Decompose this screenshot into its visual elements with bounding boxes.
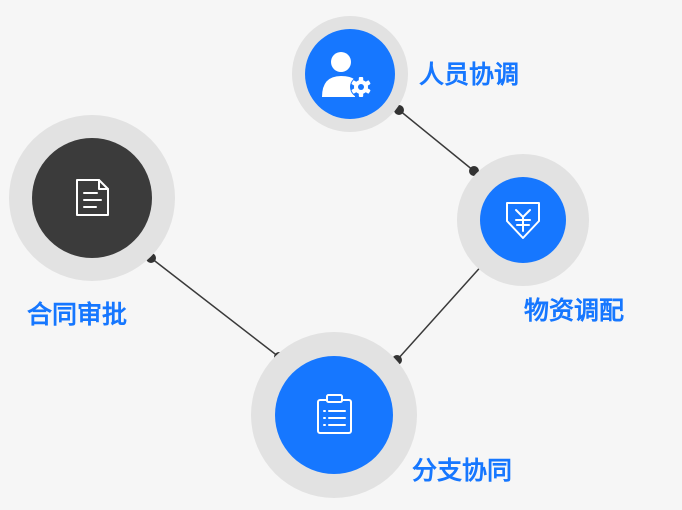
node-label-wuzi-diaopei[interactable]: 物资调配	[524, 296, 625, 325]
user-gear-icon	[322, 52, 372, 98]
connector-renyuan-wuzi	[394, 105, 479, 176]
node-label-hetong-shenpi[interactable]: 合同审批	[27, 300, 128, 329]
connector-wuzi-fenzhi	[392, 257, 490, 365]
node-wuzi-diaopei[interactable]	[457, 154, 589, 286]
node-renyuan-xietiao[interactable]	[292, 16, 408, 132]
node-label-fenzhi-xietong[interactable]: 分支协同	[412, 456, 513, 485]
node-label-renyuan-xietiao[interactable]: 人员协调	[419, 60, 520, 89]
node-disc	[32, 138, 152, 258]
node-fenzhi-xietong[interactable]	[251, 332, 417, 498]
clipboard-list-icon	[317, 394, 352, 434]
yuan-shield-icon	[506, 202, 540, 239]
connector-hetong-fenzhi	[146, 253, 284, 362]
node-disc	[305, 29, 395, 119]
document-icon	[76, 179, 109, 216]
node-hetong-shenpi[interactable]	[9, 115, 175, 281]
node-disc	[275, 356, 393, 474]
